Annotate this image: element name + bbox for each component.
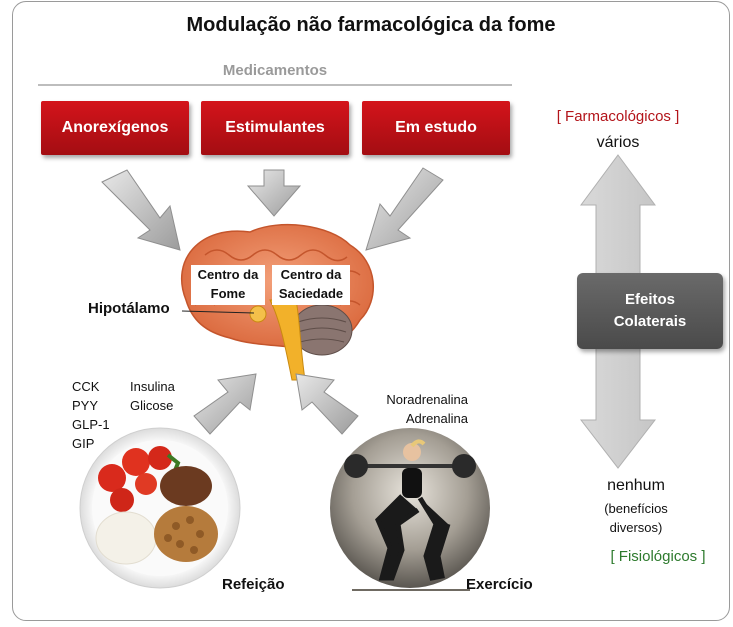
side-effects-double-arrow [579,154,657,469]
arrow-em-estudo [365,167,444,251]
low-note-line1: (benefícios [604,501,668,516]
hormone-adrenalina: Adrenalina [405,411,468,426]
meal-hormones-col1: CCK PYY GLP-1 GIP [72,377,110,453]
physiological-category: [ Fisiológicos ] [610,548,706,565]
exercise-hormones: Noradrenalina Adrenalina [376,390,468,428]
diagram-title: Modulação não farmacológica da fome [186,14,556,36]
medications-label: Medicamentos [222,62,328,79]
hunger-center-line2: Fome [210,286,246,301]
arrow-estimulantes [246,169,302,217]
side-effects-box: Efeitos Colaterais [577,273,723,349]
hypothalamus-label: Hipotálamo [88,300,170,317]
exercise-squat-image [330,428,490,591]
drug-box-estimulantes: Estimulantes [201,101,349,155]
hunger-center-line1: Centro da [197,267,259,282]
arrow-exercise [295,373,359,435]
side-effects-low-level: nenhum [607,477,665,494]
arrow-anorexigenos [101,169,181,251]
hormone-glicose: Glicose [130,398,174,413]
arrow-meal [193,373,257,435]
hormone-glp1: GLP-1 [72,417,110,432]
hormone-insulina: Insulina [130,379,175,394]
hypothalamus-pointer [181,310,255,314]
side-effects-high-level: vários [596,134,640,151]
side-effects-low-note: (benefícios diversos) [580,499,692,537]
hormone-cck: CCK [72,379,100,394]
hormone-pyy: PYY [72,398,99,413]
meal-hormones-col2: Insulina Glicose [130,377,175,415]
satiety-center-box: Centro da Saciedade [272,265,350,305]
low-note-line2: diversos) [609,520,663,535]
pharmacological-category: [ Farmacológicos ] [556,108,680,125]
meal-plate-image [79,427,241,589]
hunger-center-box: Centro da Fome [191,265,265,305]
satiety-center-line2: Saciedade [278,286,344,301]
drug-box-anorexigenos: Anorexígenos [41,101,189,155]
satiety-center-line1: Centro da [280,267,342,282]
hormone-gip: GIP [72,436,95,451]
exercise-label: Exercício [466,576,533,593]
hormone-noradrenalina: Noradrenalina [386,392,468,407]
drug-box-em-estudo: Em estudo [362,101,510,155]
medications-divider [38,84,512,86]
side-effects-line2: Colaterais [613,313,687,330]
meal-label: Refeição [222,576,285,593]
side-effects-line1: Efeitos [624,291,675,308]
